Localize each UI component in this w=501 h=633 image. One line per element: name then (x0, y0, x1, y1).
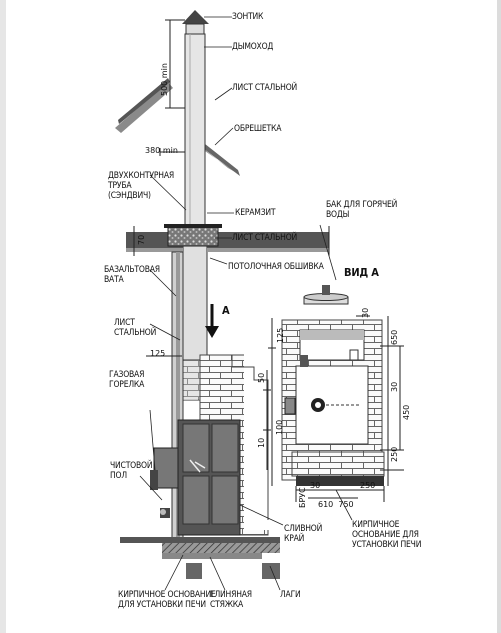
ceiling (126, 224, 330, 256)
label-drain-edge: СЛИВНОЙ КРАЙ (284, 524, 323, 544)
label-timber: БРУС (298, 487, 307, 508)
dim-10-text: 10 (257, 437, 266, 448)
dim-250a-text: 250 (390, 446, 399, 462)
dim-125b-text: 125 (276, 327, 285, 343)
dim-100-text: 100 (275, 419, 284, 435)
label-hot-water-tank: БАК ДЛЯ ГОРЯЧЕЙ ВОДЫ (326, 200, 398, 220)
label-gas-burner: ГАЗОВАЯ ГОРЕЛКА (109, 370, 145, 390)
label-finish-floor: ЧИСТОВОЙ ПОЛ (110, 461, 153, 481)
label-chimney: ДЫМОХОД (232, 42, 274, 52)
dim-500-text: 500 min (160, 63, 169, 96)
dim-125a-text: 125 (150, 349, 166, 358)
dim-380 (159, 148, 185, 156)
label-steel-sheet-mid: ЛИСТ СТАЛЬНОЙ (232, 233, 298, 243)
roof (115, 78, 240, 176)
label-battens: ОБРЕШЕТКА (234, 124, 282, 134)
label-brick-base-left: КИРПИЧНОЕ ОСНОВАНИЕ ДЛЯ УСТАНОВКИ ПЕЧИ (118, 590, 216, 610)
dim-380-text: 380 min (145, 146, 178, 155)
dim-250b-text: 250 (360, 481, 376, 490)
dim-30b-text: 30 (390, 381, 399, 392)
label-clay-screed: ГЛИНЯНАЯ СТЯЖКА (210, 590, 252, 610)
dim-500 (165, 19, 185, 109)
dim-70-text: 70 (137, 234, 146, 245)
gas-burner-unit (150, 447, 179, 518)
label-umbrella: ЗОНТИК (232, 12, 264, 22)
dims-chimney-low (146, 355, 271, 470)
label-basalt-wool: БАЗАЛЬТОВАЯ ВАТА (104, 265, 160, 285)
view-arrow-a (205, 304, 219, 338)
label-double-pipe: ДВУХКОНТУРНАЯ ТРУБА (СЭНДВИЧ) (108, 171, 174, 201)
view-a-plan (268, 285, 404, 502)
chimney-pipe (182, 10, 209, 401)
dim-30c-text: 30 (310, 481, 321, 490)
dim-450-text: 450 (402, 404, 411, 420)
label-joists: ЛАГИ (280, 590, 301, 600)
floor (120, 537, 280, 579)
dim-50-text: 50 (257, 372, 266, 383)
label-steel-sheet-top: ЛИСТ СТАЛЬНОЙ (232, 83, 298, 93)
dim-650-text: 650 (390, 329, 399, 345)
dim-610-750-text: 610 750 (318, 500, 354, 509)
label-expanded-clay: КЕРАМЗИТ (235, 208, 276, 218)
leader-lines (139, 16, 353, 591)
label-brick-base-right: КИРПИЧНОЕ ОСНОВАНИЕ ДЛЯ УСТАНОВКИ ПЕЧИ (352, 520, 422, 550)
label-steel-sheet-low: ЛИСТ СТАЛЬНОЙ (114, 318, 157, 338)
label-arrow-a: А (222, 304, 230, 317)
label-view-a: ВИД А (344, 266, 379, 279)
stove (177, 419, 241, 536)
label-ceiling-lining: ПОТОЛОЧНАЯ ОБШИВКА (228, 262, 324, 272)
dim-30a-text: 30 (361, 307, 370, 318)
